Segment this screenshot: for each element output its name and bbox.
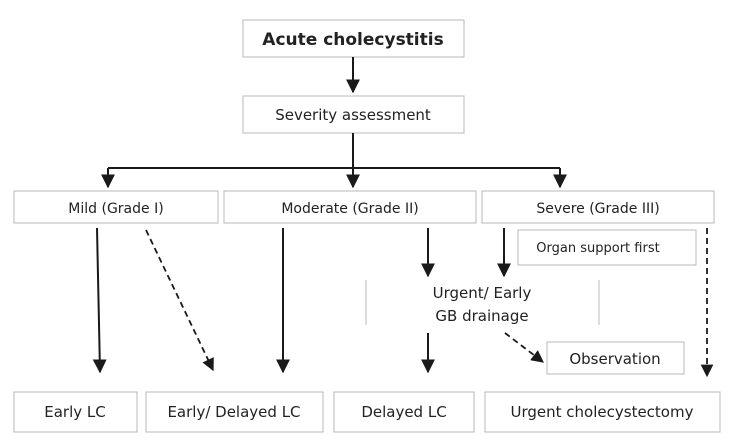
dashed-arrow-drainage-to-observation [504,332,545,363]
arrow-mild-to-early-lc [92,227,107,374]
moderate-box [223,190,477,224]
organ-support-label: Organ support first [536,241,659,256]
title-label: Acute cholecystitis [262,30,443,50]
severe-label: Severe (Grade III) [536,201,659,217]
severity-box [242,95,465,134]
early-lc-box [13,391,138,433]
observation-label: Observation [569,350,660,368]
delayed-lc-label: Delayed LC [361,403,446,421]
moderate-label: Moderate (Grade II) [281,201,418,217]
urgent-cholecystectomy-label: Urgent cholecystectomy [511,403,694,421]
drainage-label-line1: Urgent/ Early [433,284,532,302]
delayed-lc-box [333,391,475,433]
title-box [242,19,465,58]
observation-box [546,341,685,375]
mild-box [13,190,219,224]
mild-label: Mild (Grade I) [68,201,163,217]
drainage-label-line2: GB drainage [435,307,528,325]
early-lc-label: Early LC [44,403,105,421]
severe-box [481,190,715,224]
early-delayed-lc-box [145,391,324,433]
severity-label: Severity assessment [275,106,431,124]
dashed-arrow-mild-to-early-delayed-lc [145,229,214,372]
urgent-cholecystectomy-box [484,391,721,433]
early-delayed-lc-label: Early/ Delayed LC [167,403,300,421]
organ-support-box [517,229,697,266]
